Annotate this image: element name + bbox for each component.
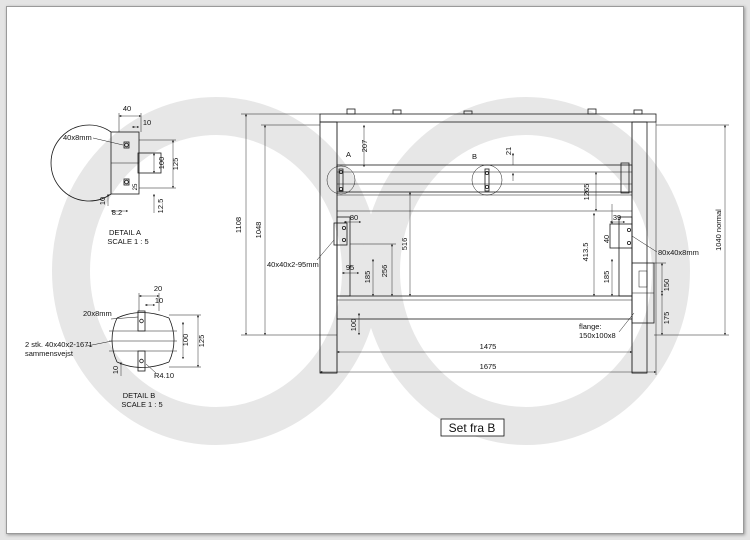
callout-right-plate: 80x40x8mm (658, 248, 699, 257)
dim-95: 95 (346, 263, 354, 272)
detail-b-dim-radius: R4.10 (154, 371, 174, 380)
dim-100: 100 (349, 319, 358, 332)
detail-b-title: DETAIL B (123, 391, 156, 400)
detail-b: 20 10 100 125 10 R4.10 20x8mm 2 stk. 40x… (25, 284, 206, 409)
main-view: A B 1108 1048 1040 normal 207 21 1265 51… (234, 108, 729, 375)
detail-a-dim-10b: 10 (98, 197, 107, 205)
marker-label-b: B (472, 152, 477, 161)
detail-b-dim-20: 20 (154, 284, 162, 293)
left-bracket (333, 222, 348, 246)
detail-b-callout-welded: sammensvejst (25, 349, 74, 358)
dim-207: 207 (360, 140, 369, 153)
dim-1048: 1048 (254, 222, 263, 239)
detail-b-dim-10b: 10 (111, 366, 120, 374)
dim-1108: 1108 (234, 217, 243, 233)
callout-flange-1: flange: (579, 322, 602, 331)
watermark (52, 97, 690, 445)
detail-a-dim-125: 125 (171, 158, 180, 171)
marker-label-a: A (346, 150, 351, 159)
callout-flange-2: 150x100x8 (579, 331, 616, 340)
dim-1475: 1475 (480, 342, 497, 351)
dim-175: 175 (662, 312, 671, 325)
dim-1040-normal: 1040 normal (714, 209, 723, 251)
detail-a-dim-40: 40 (123, 104, 131, 113)
detail-a-dim-10: 10 (143, 118, 151, 127)
detail-b-callout-plate: 20x8mm (83, 309, 112, 318)
detail-b-callout-tubes: 2 stk. 40x40x2-1671 (25, 340, 93, 349)
dim-413-5: 413.5 (581, 243, 590, 262)
detail-a-scale: SCALE 1 : 5 (107, 237, 148, 246)
dim-150: 150 (662, 279, 671, 292)
view-title-box (440, 418, 505, 437)
technical-drawing: 40 10 100 125 10 12.5 8.2 25 40x8mm DETA… (25, 97, 729, 445)
detail-b-plate (137, 310, 146, 332)
dim-1675: 1675 (480, 362, 497, 371)
drawing-sheet: 40 10 100 125 10 12.5 8.2 25 40x8mm DETA… (6, 6, 744, 534)
dim-39: 39 (613, 213, 621, 222)
top-plate (319, 113, 657, 123)
dim-21: 21 (504, 147, 513, 155)
detail-b-dim-10: 10 (155, 296, 163, 305)
view-title: Set fra B (449, 421, 496, 435)
detail-b-dim-125: 125 (197, 335, 206, 348)
detail-a-dim-25: 25 (133, 183, 139, 190)
detail-b-scale: SCALE 1 : 5 (121, 400, 162, 409)
detail-a-dim-100: 100 (157, 157, 166, 170)
detail-a-callout: 40x8mm (63, 133, 92, 142)
detail-a-marker (326, 165, 356, 195)
detail-a: 40 10 100 125 10 12.5 8.2 25 40x8mm DETA… (50, 104, 180, 246)
callout-left-tube: 40x40x2-95mm (267, 260, 319, 269)
dim-40: 40 (602, 235, 611, 243)
dim-516: 516 (400, 238, 409, 251)
detail-a-plate (137, 152, 162, 174)
detail-a-dim-12-5: 12.5 (156, 199, 165, 214)
dim-1265: 1265 (582, 184, 591, 201)
detail-a-break-circle (50, 124, 112, 202)
detail-a-dim-8-2: 8.2 (112, 208, 122, 217)
dim-256: 256 (380, 265, 389, 278)
dim-185-right: 185 (602, 271, 611, 284)
detail-b-marker (471, 164, 503, 196)
dim-185-left: 185 (363, 271, 372, 284)
detail-b-dim-100: 100 (181, 334, 190, 347)
detail-a-title: DETAIL A (109, 228, 141, 237)
dim-80: 80 (350, 213, 358, 222)
